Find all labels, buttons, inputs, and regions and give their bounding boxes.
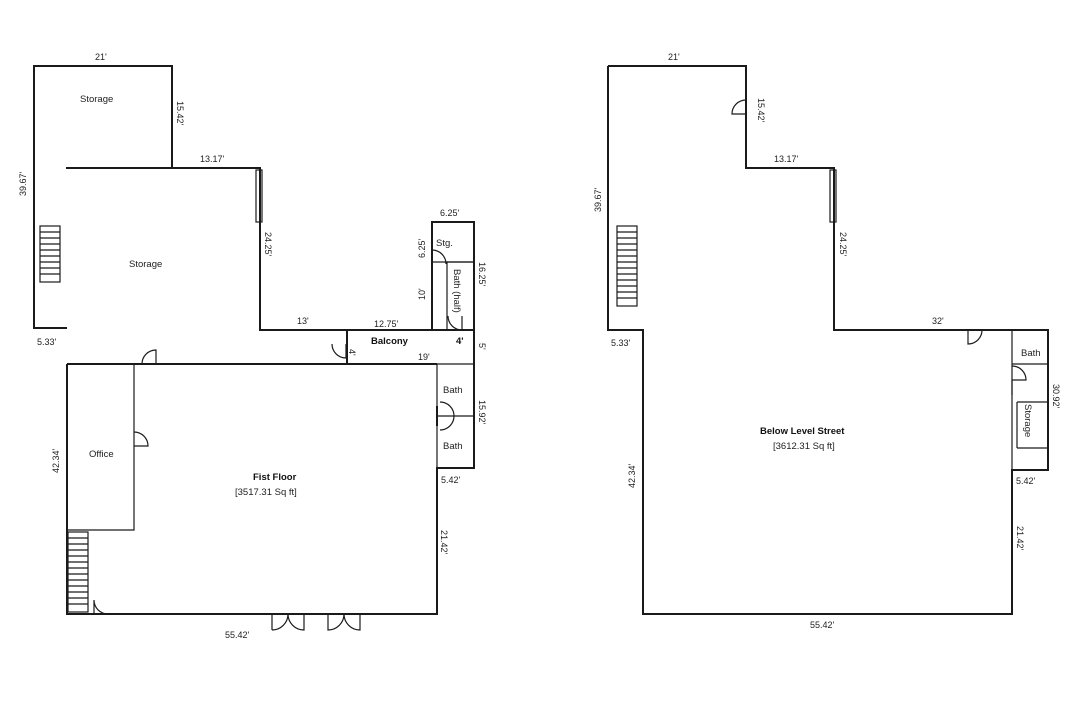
- label-first-floor-area: [3517.31 Sq ft]: [235, 487, 297, 498]
- dim-lower-right-upper: 30.92': [1051, 384, 1061, 409]
- label-storage-mid: Storage: [129, 259, 162, 270]
- dim-stg-left: 6.25': [417, 238, 427, 258]
- door-double-2: [327, 613, 361, 631]
- dim-lower-storage-right: 15.42': [756, 98, 766, 123]
- dim-right-lower: 5.42': [441, 475, 461, 485]
- label-office: Office: [89, 449, 114, 460]
- wall-lower-outline: [607, 65, 1049, 615]
- label-balcony: Balcony: [371, 336, 409, 347]
- door-swing-bottom-left: [93, 599, 109, 615]
- dim-lower-lower-left: 42.34': [627, 463, 637, 488]
- label-lower-name: Below Level Street: [760, 426, 845, 437]
- wall-window-notch: [255, 169, 263, 223]
- dim-notch-right: 24.25': [263, 232, 273, 257]
- label-stg: Stg.: [436, 238, 453, 249]
- dim-balcony-right: 5': [477, 343, 487, 350]
- door-swing-lower-bath: [1011, 365, 1027, 381]
- dim-corridor: 13': [297, 316, 309, 326]
- label-first-floor-name: Fist Floor: [253, 472, 297, 483]
- label-bath-lower: Bath: [443, 441, 463, 452]
- wall-storage-block: [33, 65, 475, 615]
- dim-notch-top: 13.17': [200, 154, 225, 164]
- door-swing-lower-top: [731, 99, 747, 115]
- dim-balcony-top: 12.75': [374, 319, 399, 329]
- dim-lower-top: 21': [668, 52, 680, 62]
- door-swing-balcony: [331, 343, 347, 359]
- label-lower-storage: Storage: [1022, 404, 1033, 437]
- dim-balcony-inner: 4': [456, 336, 464, 347]
- door-swing-bath-half: [447, 315, 463, 331]
- dim-lower-step-left: 5.33': [611, 338, 631, 348]
- label-bath-half: Bath (half): [451, 269, 462, 313]
- dim-lower-left: 42.34': [51, 448, 61, 473]
- dim-lower-bottom-right: 21.42': [1015, 526, 1025, 551]
- dim-lower-left: 39.67': [593, 187, 603, 212]
- dim-lower-middle: 32': [932, 316, 944, 326]
- label-lower-area: [3612.31 Sq ft]: [773, 441, 835, 452]
- dim-balcony-bottom: 19': [418, 352, 430, 362]
- wall-office: [67, 364, 135, 531]
- dim-mid-left: 10': [417, 288, 427, 300]
- door-swing-baths: [439, 401, 455, 431]
- first-floor-plan: Storage Storage Office Balcony Stg. Bath…: [18, 52, 487, 640]
- dim-bottom-right: 21.42': [439, 530, 449, 555]
- door-swing-lower-middle: [967, 329, 983, 345]
- stairs-lower: [67, 531, 89, 613]
- dim-left: 39.67': [18, 171, 28, 196]
- label-storage-top: Storage: [80, 94, 113, 105]
- dim-bath-right: 15.92': [477, 400, 487, 425]
- door-double-1: [271, 613, 305, 631]
- door-swing-office: [133, 431, 149, 447]
- door-swing-top: [141, 349, 157, 365]
- stairs-lower-level: [616, 225, 638, 307]
- label-bath-upper: Bath: [443, 385, 463, 396]
- lower-level-plan: Bath Storage Below Level Street [3612.31…: [593, 52, 1061, 630]
- dim-mid-right: 16.25': [477, 262, 487, 287]
- wall-lower-window-notch: [829, 169, 837, 223]
- dim-bottom: 55.42': [225, 630, 250, 640]
- dim-top: 21': [95, 52, 107, 62]
- label-lower-bath: Bath: [1021, 348, 1041, 359]
- dim-lower-notch-right: 24.25': [838, 232, 848, 257]
- dim-lower-right-lower: 5.42': [1016, 476, 1036, 486]
- dim-storage-right: 15.42': [175, 101, 185, 126]
- stairs-upper: [39, 225, 61, 283]
- dim-lower-notch-top: 13.17': [774, 154, 799, 164]
- dim-step-left: 5.33': [37, 337, 57, 347]
- dim-door-small: 4': [347, 349, 357, 356]
- dim-stg-top: 6.25': [440, 208, 460, 218]
- dim-lower-bottom: 55.42': [810, 620, 835, 630]
- door-swing-stg: [431, 249, 447, 265]
